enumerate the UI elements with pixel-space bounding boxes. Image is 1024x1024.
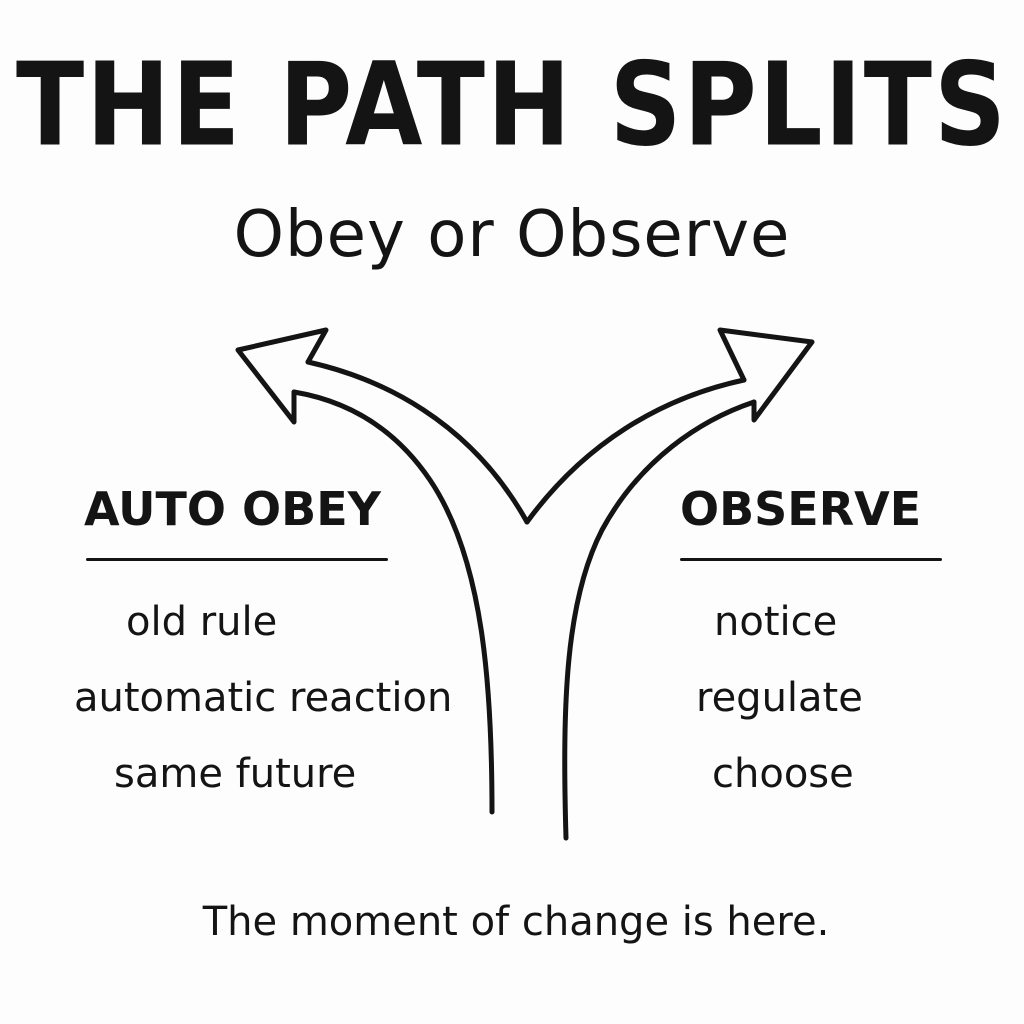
right-branch-item: choose (712, 751, 854, 797)
right-heading-underline (680, 558, 942, 561)
left-heading-underline (86, 558, 388, 561)
right-branch-outer-line (562, 399, 757, 841)
page-title: THE PATH SPLITS (16, 37, 1008, 172)
curved-arrow-up-left-icon (235, 327, 329, 425)
right-branch-heading: OBSERVE (680, 482, 922, 536)
left-branch-outer-line (291, 389, 495, 815)
left-branch-item: old rule (126, 599, 278, 645)
left-branch-heading: AUTO OBEY (84, 482, 381, 536)
right-branch-inner-line (524, 377, 747, 525)
right-branch-item: notice (714, 599, 838, 645)
right-branch-item: regulate (696, 675, 863, 721)
curved-arrow-up-right-icon (717, 327, 815, 423)
page-subtitle: Obey or Observe (233, 198, 791, 272)
left-branch-inner-line (305, 359, 530, 525)
footer-caption: The moment of change is here. (202, 899, 830, 945)
left-branch-item: automatic reaction (74, 675, 453, 721)
left-branch-item: same future (114, 751, 357, 797)
